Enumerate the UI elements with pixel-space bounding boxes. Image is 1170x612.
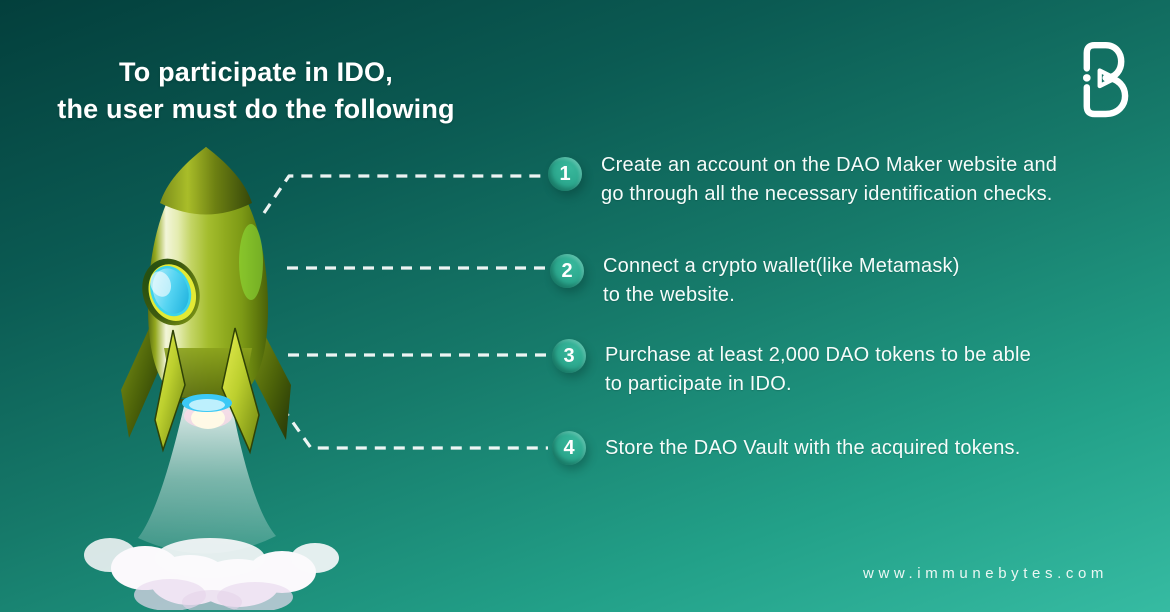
rocket-fin-front-right [221,327,260,455]
step-item-4: 4 Store the DAO Vault with the acquired … [552,431,1021,465]
step-text: Connect a crypto wallet(like Metamask) t… [603,255,960,306]
rocket-illustration [84,147,339,610]
flame-core [191,407,225,429]
rocket-nose-cone [160,147,252,215]
step-text: Create an account on the DAO Maker websi… [601,154,1058,205]
logo-i-dot [1083,74,1091,82]
immunebytes-logo-icon [1083,41,1129,118]
step-number-badge: 1 [548,157,582,191]
rocket-porthole [142,258,200,326]
rocket-exhaust-plume [138,406,276,554]
rocket-nozzle-inner [189,399,225,411]
rocket-fin-front-left [154,329,186,453]
step-item-1: 1 Create an account on the DAO Maker web… [548,151,1057,209]
step-number-badge: 4 [552,431,586,465]
rocket-fin-back-left [121,322,158,438]
step-number-badge: 3 [552,339,586,373]
rocket-body-reflection [239,224,263,300]
step-item-2: 2 Connect a crypto wallet(like Metamask)… [550,252,960,310]
page-title: To participate in IDO, the user must do … [57,57,455,124]
step-text: Purchase at least 2,000 DAO tokens to be… [605,344,1031,395]
smoke-cloud [84,538,339,610]
step-item-3: 3 Purchase at least 2,000 DAO tokens to … [552,339,1031,399]
step-number-badge: 2 [550,254,584,288]
website-url: www.immunebytes.com [863,565,1108,582]
step-text: Store the DAO Vault with the acquired to… [605,437,1021,459]
